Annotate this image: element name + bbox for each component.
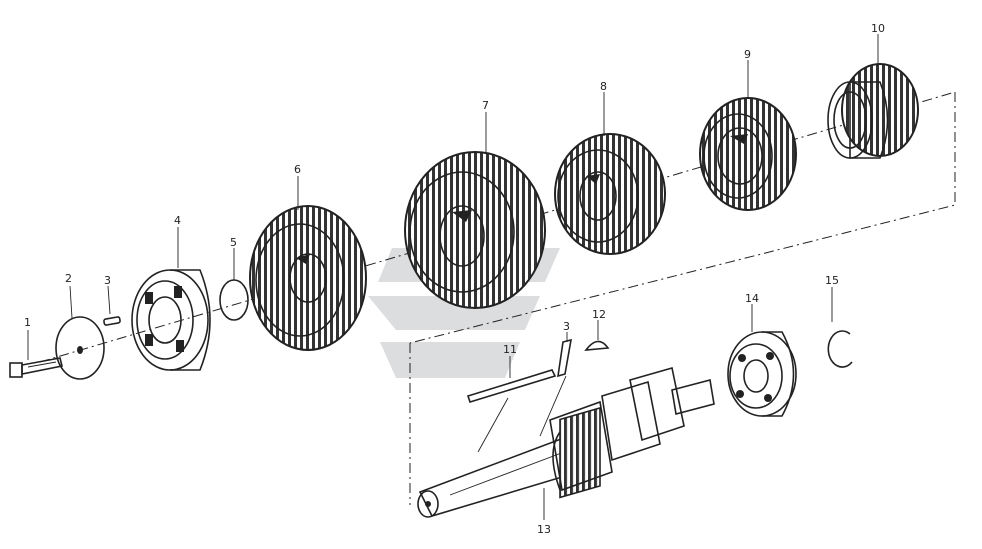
callout-7: 7 <box>482 99 489 112</box>
part-14-ball-bearing <box>727 331 797 417</box>
part-9-gear <box>699 97 797 211</box>
callout-13: 13 <box>537 523 551 536</box>
callout-3-lower: 3 <box>563 320 570 333</box>
part-3-pin <box>103 316 121 326</box>
callout-12: 12 <box>592 308 606 321</box>
part-12-woodruff-key <box>584 340 610 351</box>
leader-lines <box>27 34 879 520</box>
callout-15: 15 <box>825 274 839 287</box>
part-2-washer <box>55 316 105 380</box>
callout-9: 9 <box>744 48 751 61</box>
part-4-roller-bearing <box>131 269 211 371</box>
callout-5: 5 <box>230 236 237 249</box>
upper-axis-line <box>39 91 956 505</box>
callout-8: 8 <box>600 80 607 93</box>
callout-1: 1 <box>24 316 31 329</box>
callout-4: 4 <box>174 214 181 227</box>
part-10-gear-sleeve <box>827 63 919 159</box>
part-8-gear <box>554 133 666 255</box>
callout-3: 3 <box>104 274 111 287</box>
part-5-snap-ring <box>219 279 249 321</box>
callout-6: 6 <box>294 163 301 176</box>
part-15-circlip <box>827 330 853 368</box>
part-1-bolt <box>9 357 63 378</box>
callout-10: 10 <box>871 22 885 35</box>
callout-11: 11 <box>503 343 517 356</box>
part-13-shaft <box>417 366 715 518</box>
callout-2: 2 <box>65 272 72 285</box>
part-6-gear <box>249 205 367 351</box>
part-3-pin-lower <box>557 338 573 378</box>
callout-labels: 1 2 3 4 5 6 7 8 9 10 11 3 12 14 15 13 <box>24 22 885 536</box>
callout-14: 14 <box>745 292 759 305</box>
part-7-large-gear <box>404 151 546 309</box>
part-11-key <box>466 369 557 403</box>
